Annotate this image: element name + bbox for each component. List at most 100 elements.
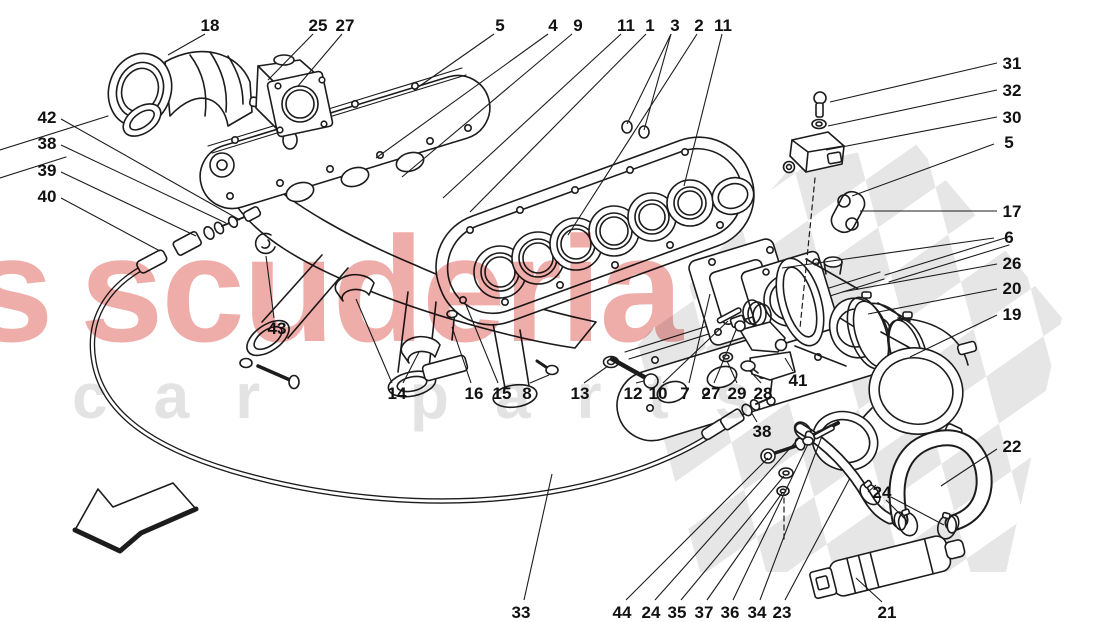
part-label-36: 36 bbox=[721, 603, 740, 622]
leader-line-16 bbox=[451, 326, 472, 384]
part-label-14: 14 bbox=[388, 384, 407, 403]
leader-line-24 bbox=[654, 436, 801, 601]
leader-line-5 bbox=[851, 143, 995, 197]
leader-line-23 bbox=[784, 477, 851, 601]
leader-line-1 bbox=[469, 33, 647, 213]
part-label-27: 27 bbox=[336, 16, 355, 35]
part-label-1: 1 bbox=[645, 16, 654, 35]
part-label-8: 8 bbox=[522, 384, 531, 403]
part-label-38: 38 bbox=[38, 134, 57, 153]
leader-line-6 bbox=[781, 237, 995, 269]
leader-line-3 bbox=[626, 33, 672, 125]
part-label-41: 41 bbox=[789, 371, 808, 390]
leader-line-28 bbox=[749, 370, 762, 384]
part-label-24: 24 bbox=[642, 603, 661, 622]
part-label-32: 32 bbox=[1003, 81, 1022, 100]
leader-line-30 bbox=[825, 116, 998, 151]
part-label-42: 42 bbox=[38, 108, 57, 127]
part-label-10: 10 bbox=[649, 384, 668, 403]
leader-line-34 bbox=[759, 435, 823, 601]
part-label-4: 4 bbox=[548, 16, 558, 35]
part-label-7: 7 bbox=[680, 384, 689, 403]
leader-line-11 bbox=[442, 33, 622, 199]
leader-line-33 bbox=[523, 473, 553, 601]
part-label-12: 12 bbox=[624, 384, 643, 403]
leader-line-14 bbox=[402, 351, 420, 384]
leader-line-38 bbox=[750, 411, 758, 423]
part-label-35: 35 bbox=[668, 603, 687, 622]
part-label-20: 20 bbox=[1003, 279, 1022, 298]
part-label-40: 40 bbox=[38, 187, 57, 206]
part-label-3: 3 bbox=[670, 16, 679, 35]
leader-line-43 bbox=[265, 255, 275, 319]
leader-line-22 bbox=[940, 448, 998, 487]
part-label-22: 22 bbox=[1003, 437, 1022, 456]
part-label-19: 19 bbox=[1003, 305, 1022, 324]
line-art bbox=[0, 50, 1010, 600]
leader-line-27 bbox=[297, 33, 343, 87]
leader-line-9 bbox=[401, 33, 573, 178]
part-label-26: 26 bbox=[1003, 254, 1022, 273]
leader-line-31 bbox=[829, 62, 998, 103]
leader-line-24 bbox=[867, 484, 877, 493]
leader-line-11 bbox=[683, 33, 723, 187]
leader-line-19 bbox=[909, 314, 998, 358]
part-label-39: 39 bbox=[38, 161, 57, 180]
part-label-13: 13 bbox=[571, 384, 590, 403]
part-label-27: 27 bbox=[702, 384, 721, 403]
leader-line-14 bbox=[355, 298, 393, 384]
leader-line-18 bbox=[167, 33, 206, 56]
part-label-5: 5 bbox=[495, 16, 504, 35]
part-label-16: 16 bbox=[465, 384, 484, 403]
watermark-brand-fragment: s bbox=[0, 205, 51, 373]
leader-line-38 bbox=[60, 144, 227, 224]
leader-line-32 bbox=[827, 89, 998, 127]
part-label-21: 21 bbox=[878, 603, 897, 622]
leader-line-10 bbox=[662, 320, 729, 384]
leader-line-37 bbox=[706, 492, 783, 601]
leader-line-26 bbox=[841, 263, 998, 293]
part-label-11: 11 bbox=[714, 16, 732, 35]
leader-line-12 bbox=[635, 380, 645, 384]
leader-line-29 bbox=[726, 360, 738, 384]
watermark-subtitle-text: car parts bbox=[72, 360, 796, 432]
part-label-2: 2 bbox=[694, 16, 703, 35]
part-label-44: 44 bbox=[613, 603, 632, 622]
part-label-18: 18 bbox=[201, 16, 220, 35]
leader-line-4 bbox=[375, 33, 549, 159]
leader-line-13 bbox=[583, 365, 609, 384]
part-label-30: 30 bbox=[1003, 108, 1022, 127]
leader-line-44 bbox=[625, 457, 769, 601]
leader-line-20 bbox=[867, 288, 998, 315]
part-label-34: 34 bbox=[748, 603, 767, 622]
direction-arrow-icon bbox=[72, 482, 199, 554]
leader-line-25 bbox=[267, 33, 314, 81]
part-label-29: 29 bbox=[728, 384, 747, 403]
leader-line-41 bbox=[784, 357, 794, 372]
part-label-28: 28 bbox=[754, 384, 773, 403]
leader-line-15 bbox=[465, 304, 499, 384]
leader-line-7 bbox=[688, 293, 711, 384]
leader-line-27 bbox=[713, 329, 737, 384]
part-label-15: 15 bbox=[493, 384, 512, 403]
leader-line-39 bbox=[60, 171, 197, 237]
leader-line-24 bbox=[885, 499, 908, 522]
part-label-25: 25 bbox=[309, 16, 328, 35]
part-label-6: 6 bbox=[1004, 228, 1013, 247]
part-label-31: 31 bbox=[1003, 54, 1022, 73]
leader-line-40 bbox=[60, 197, 161, 252]
leader-line-2 bbox=[567, 33, 698, 236]
part-label-5: 5 bbox=[1004, 133, 1013, 152]
part-label-38: 38 bbox=[753, 422, 772, 441]
leader-line-36 bbox=[732, 443, 809, 601]
leader-line-5 bbox=[413, 33, 495, 91]
part-label-43: 43 bbox=[268, 319, 287, 338]
leader-line-21 bbox=[855, 577, 883, 603]
part-label-24: 24 bbox=[873, 483, 892, 502]
watermark-layer: s scuderia car parts bbox=[0, 205, 796, 432]
leader-line-35 bbox=[680, 475, 785, 601]
leader-line-8 bbox=[529, 374, 550, 384]
part-label-23: 23 bbox=[773, 603, 792, 622]
